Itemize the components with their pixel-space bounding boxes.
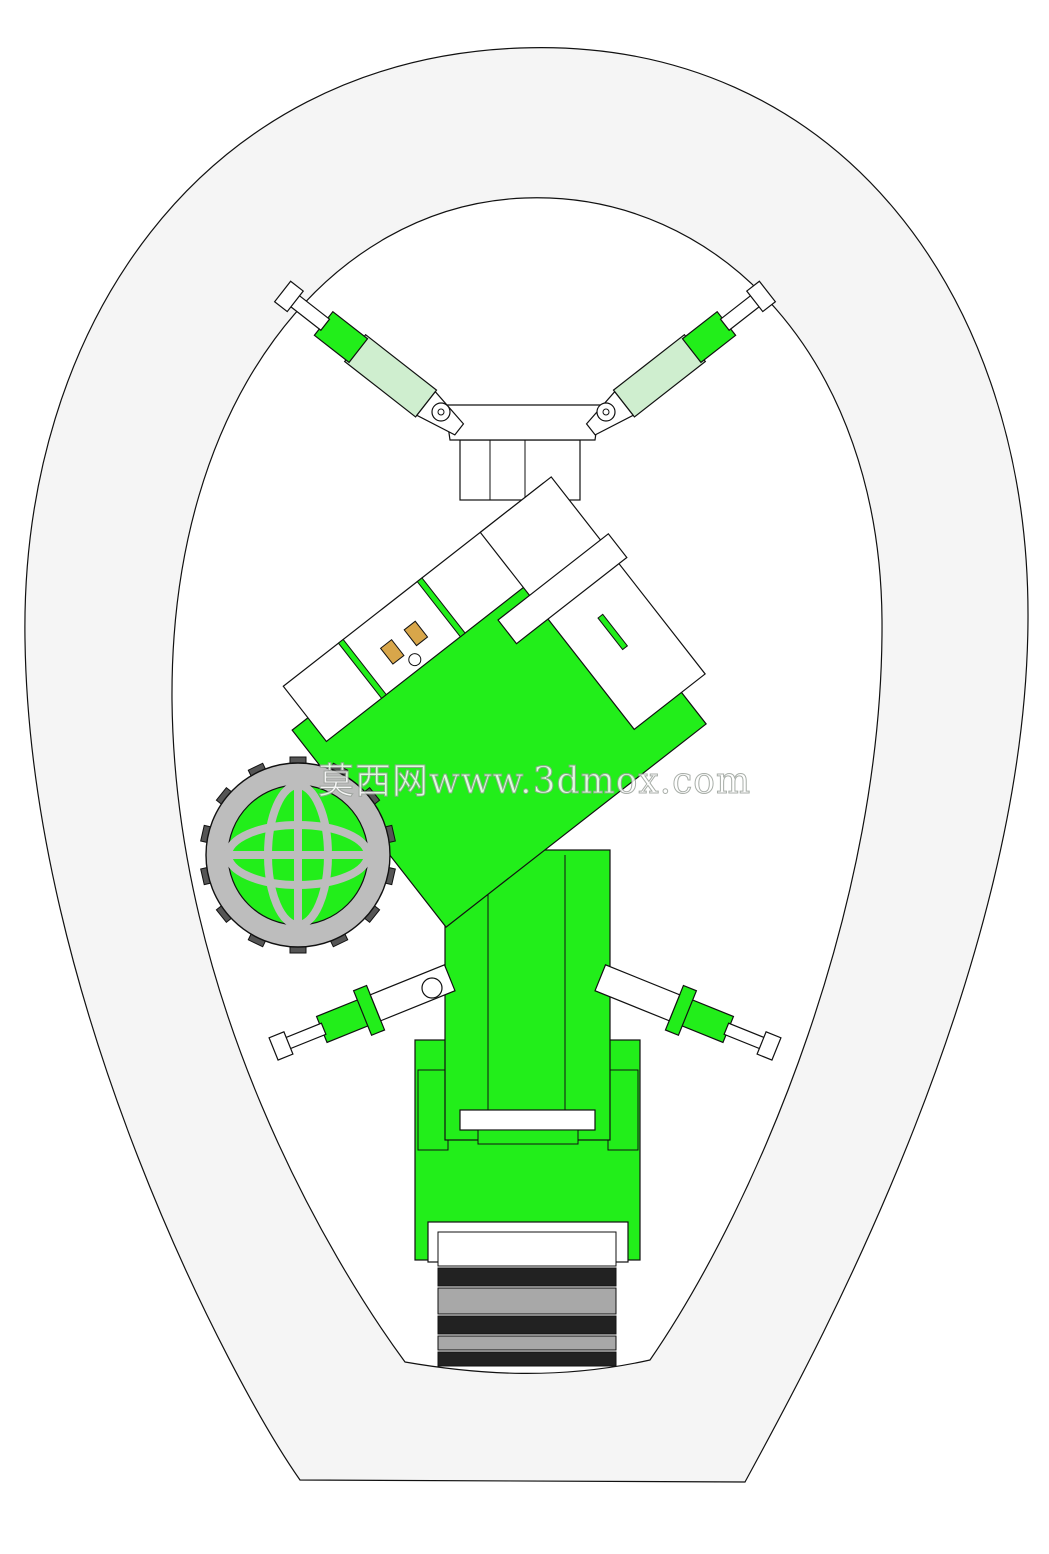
brass-fitting-1	[379, 639, 405, 665]
track-band-6	[437, 1351, 617, 1367]
track-band-4	[437, 1315, 617, 1335]
track-band-3	[437, 1287, 617, 1315]
chassis-bracket-plate	[459, 1109, 596, 1131]
side-actuator-assembly	[268, 964, 782, 1061]
right-rod-end	[745, 280, 777, 313]
track-band-5	[437, 1335, 617, 1351]
carriage-cylinder	[497, 532, 628, 645]
top-yoke	[444, 404, 601, 441]
right-side-cylinder-barrel	[594, 964, 681, 1022]
track-band-2	[437, 1267, 617, 1287]
gear-wheel	[200, 756, 396, 954]
tilted-carriage	[282, 476, 707, 928]
track-band-1	[437, 1231, 617, 1267]
chassis	[414, 849, 641, 1367]
top-actuator-assembly	[273, 280, 777, 501]
brass-fitting-2	[403, 620, 429, 647]
left-rod-end	[273, 280, 305, 313]
